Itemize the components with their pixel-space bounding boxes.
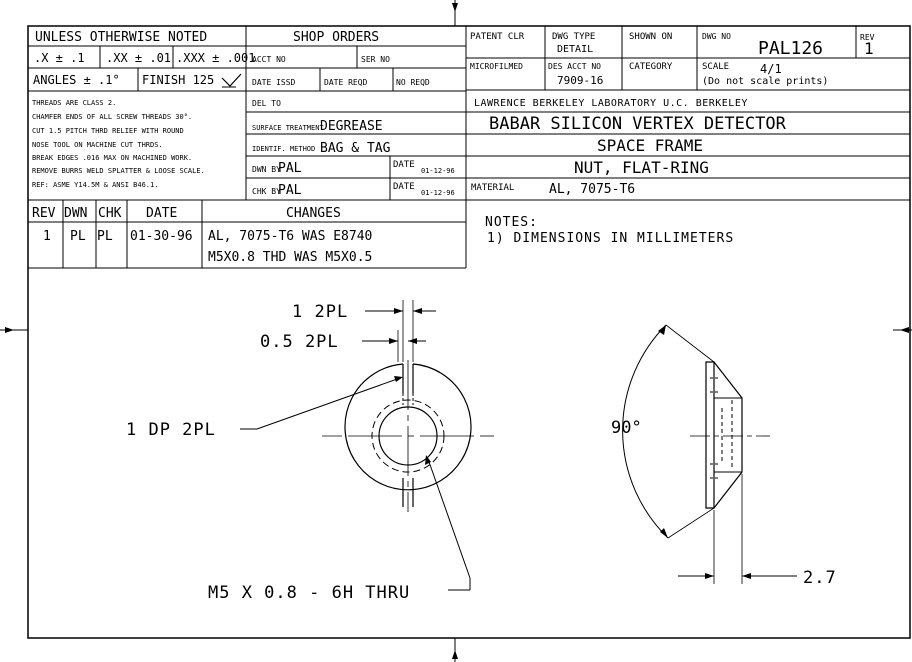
- identif-method: BAG & TAG: [320, 141, 391, 156]
- finish: FINISH 125: [142, 73, 214, 87]
- chk-date-label: DATE: [393, 182, 415, 192]
- patent-clr: PATENT CLR: [470, 32, 525, 42]
- row-chk: PL: [97, 229, 113, 244]
- project-name: BABAR SILICON VERTEX DETECTOR: [489, 114, 787, 134]
- unless-noted: UNLESS OTHERWISE NOTED: [35, 30, 207, 45]
- microfilmed: MICROFILMED: [470, 62, 523, 71]
- chk-header: CHK: [98, 206, 122, 221]
- acct-no-label: ACCT NO: [252, 55, 286, 64]
- front-view-dimensions: 1 2PL 0.5 2PL 1 DP 2PL M5 X 0.8 - 6H THR…: [126, 300, 471, 603]
- tol-angles: ANGLES ± .1°: [33, 73, 120, 87]
- side-view: [690, 361, 770, 509]
- general-note: CHAMFER ENDS OF ALL SCREW THREADS 30°.: [32, 113, 192, 121]
- dwg-type: DETAIL: [557, 44, 593, 55]
- row-change-1: AL, 7075-T6 WAS E8740: [208, 229, 372, 244]
- shop-orders-block: SHOP ORDERS ACCT NO SER NO DATE ISSD DAT…: [28, 26, 910, 268]
- lab-name: LAWRENCE BERKELEY LABORATORY U.C. BERKEL…: [474, 98, 748, 109]
- des-acct-no: 7909-16: [557, 74, 603, 87]
- dim-angle: 90°: [611, 418, 642, 438]
- note-item: 1) DIMENSIONS IN MILLIMETERS: [487, 231, 734, 246]
- scale-label: SCALE: [702, 62, 729, 72]
- des-acct-no-label: DES ACCT NO: [548, 62, 601, 71]
- general-note: CUT 1.5 PITCH THRD RELIEF WITH ROUND: [32, 127, 184, 135]
- dwn-date-label: DATE: [393, 160, 415, 170]
- dwn-header: DWN: [64, 206, 87, 221]
- identif-method-label: IDENTIF. METHOD: [252, 145, 315, 153]
- tolerance-block: UNLESS OTHERWISE NOTED .X ± .1 .XX ± .01…: [28, 26, 255, 200]
- dim-slot-width: 1 2PL: [292, 302, 348, 322]
- ser-no-label: SER NO: [361, 55, 390, 64]
- rev-value: 1: [864, 39, 874, 58]
- shown-on: SHOWN ON: [629, 32, 672, 42]
- rev-header: REV: [32, 206, 56, 221]
- chk-by: PAL: [278, 183, 302, 198]
- dwn-by: PAL: [278, 161, 302, 176]
- dim-thread: M5 X 0.8 - 6H THRU: [208, 583, 410, 603]
- row-date: 01-30-96: [130, 229, 193, 244]
- dim-slot-depth: 0.5 2PL: [260, 332, 339, 352]
- general-note: NOSE TOOL ON MACHINE CUT THRDS.: [32, 141, 163, 149]
- no-reqd-label: NO REQD: [396, 78, 430, 87]
- tol-xx: .XX ± .01: [106, 51, 171, 65]
- scale-value: 4/1: [760, 62, 782, 76]
- notes: NOTES: 1) DIMENSIONS IN MILLIMETERS: [485, 215, 734, 246]
- row-rev: 1: [43, 229, 51, 244]
- part-name: NUT, FLAT-RING: [574, 158, 709, 177]
- sheet-border: [27, 25, 911, 639]
- chk-date: 01-12-96: [421, 189, 455, 197]
- row-change-2: M5X0.8 THD WAS M5X0.5: [208, 250, 372, 265]
- dwg-type-label: DWG TYPE: [552, 32, 595, 42]
- row-dwn: PL: [70, 229, 86, 244]
- changes-header: CHANGES: [286, 206, 341, 221]
- rev-label: REV: [860, 33, 875, 42]
- side-view-dimensions: 90° 2.7: [611, 324, 837, 588]
- dwn-by-label: DWN BY: [252, 165, 281, 174]
- dwg-no-label: DWG NO: [702, 32, 731, 41]
- tol-xxx: .XXX ± .001: [176, 51, 255, 65]
- assembly-name: SPACE FRAME: [597, 136, 703, 155]
- nut-profile: [705, 361, 743, 509]
- date-header: DATE: [146, 206, 177, 221]
- dwn-date: 01-12-96: [421, 167, 455, 175]
- dim-slot-dp: 1 DP 2PL: [126, 420, 216, 440]
- front-view: [322, 360, 494, 512]
- revision-table: REV DWN CHK DATE CHANGES 1 PL PL 01-30-9…: [28, 200, 466, 269]
- category: CATEGORY: [629, 62, 673, 72]
- thread-major: [371, 399, 445, 473]
- notes-heading: NOTES:: [485, 215, 538, 230]
- general-note: BREAK EDGES .016 MAX ON MACHINED WORK.: [32, 154, 192, 162]
- date-reqd-label: DATE REQD: [324, 78, 368, 87]
- general-note: REMOVE BURRS WELD SPLATTER & LOOSE SCALE…: [32, 167, 205, 175]
- surface-treatment-label: SURFACE TREATMENT: [252, 124, 324, 132]
- scale-note: (Do not scale prints): [702, 76, 828, 87]
- chk-by-label: CHK BY: [252, 187, 281, 196]
- date-issd-label: DATE ISSD: [252, 78, 296, 87]
- general-note: THREADS ARE CLASS 2.: [32, 99, 116, 107]
- surface-finish-icon: [221, 73, 242, 88]
- table-row: 1 PL PL 01-30-96 AL, 7075-T6 WAS E8740 M…: [43, 229, 372, 265]
- drawing-info-block: PATENT CLR DWG TYPE DETAIL SHOWN ON DWG …: [466, 26, 910, 197]
- tol-x: .X ± .1: [34, 51, 85, 65]
- del-to-label: DEL TO: [252, 99, 281, 108]
- general-notes: THREADS ARE CLASS 2. CHAMFER ENDS OF ALL…: [32, 99, 205, 189]
- surface-treatment: DEGREASE: [320, 119, 383, 134]
- general-note: REF: ASME Y14.5M & ANSI B46.1.: [32, 181, 158, 189]
- thread-minor: [378, 406, 438, 466]
- material-label: MATERIAL: [471, 183, 514, 193]
- dim-thickness: 2.7: [803, 568, 837, 588]
- shop-orders-title: SHOP ORDERS: [293, 30, 379, 45]
- material-value: AL, 7075-T6: [549, 182, 635, 197]
- dwg-no: PAL126: [758, 38, 823, 59]
